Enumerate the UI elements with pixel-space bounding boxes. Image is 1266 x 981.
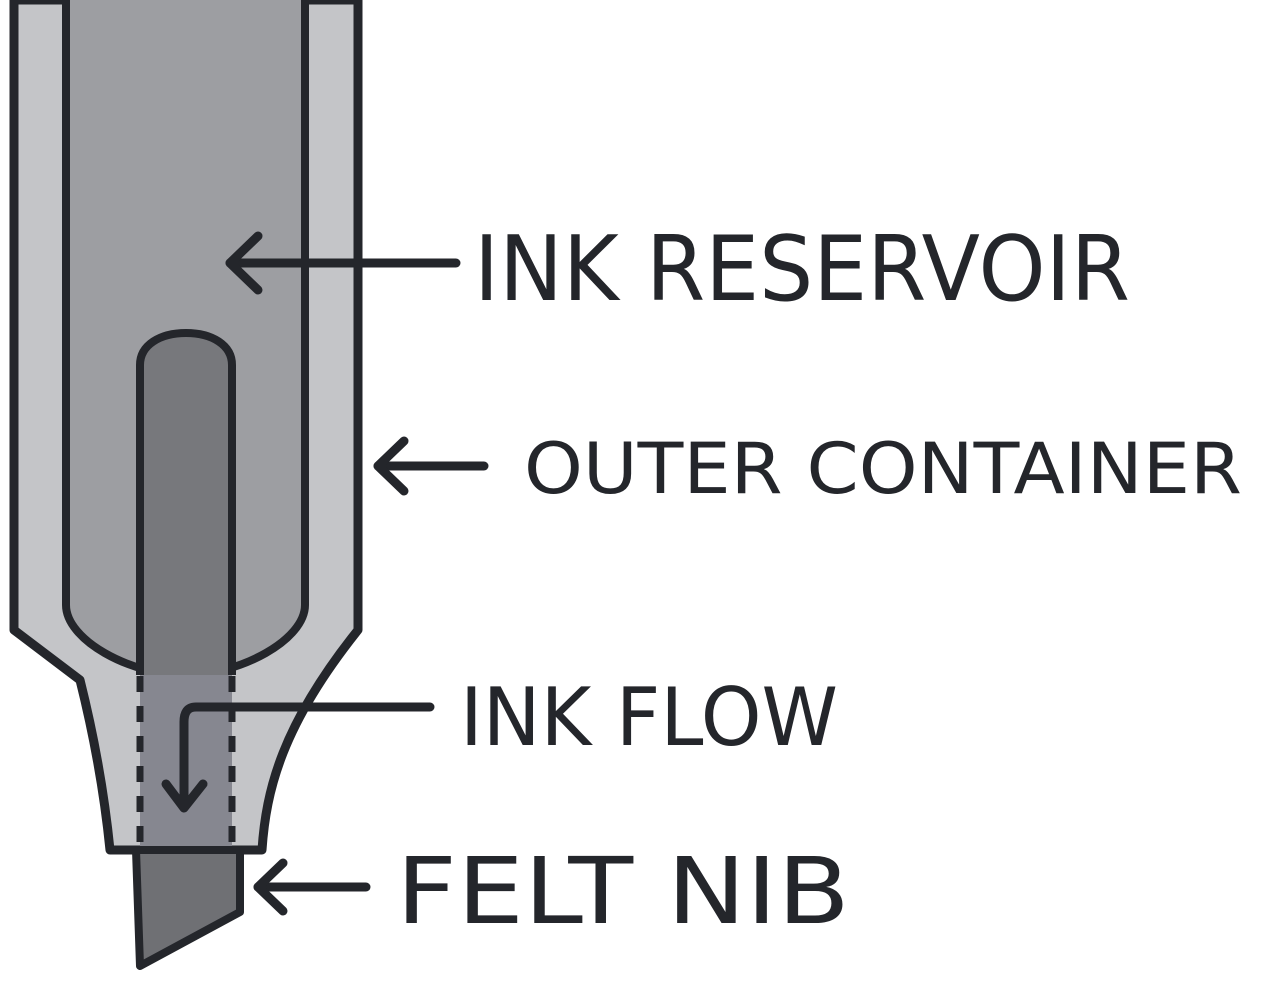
- felt-nib-shape: [132, 846, 244, 970]
- wick-tube: [136, 329, 236, 675]
- label-ink-flow: INK FLOW: [460, 671, 838, 764]
- label-ink-reservoir: INK RESERVOIR: [474, 217, 1130, 322]
- label-outer-container: OUTER CONTAINER: [524, 428, 1242, 510]
- pointer-felt-nib: [253, 858, 371, 916]
- pointer-ink-flow: [161, 702, 435, 813]
- label-felt-nib: FELT NIB: [396, 838, 850, 945]
- pointer-outer-container: [373, 436, 489, 496]
- pointer-ink-reservoir: [225, 231, 461, 295]
